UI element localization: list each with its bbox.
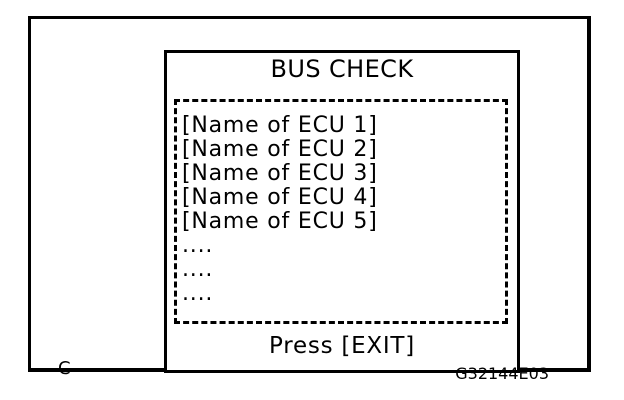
screen-title: BUS CHECK: [270, 55, 414, 83]
ecu-list-item: [Name of ECU 3]: [182, 161, 378, 186]
ecu-list-item: [Name of ECU 2]: [182, 137, 378, 162]
ecu-list-item: [Name of ECU 4]: [182, 185, 378, 210]
figure-code: G32144E03: [455, 364, 549, 383]
ecu-list-box: [Name of ECU 1] [Name of ECU 2] [Name of…: [174, 99, 508, 324]
ecu-list-item: [Name of ECU 1]: [182, 113, 378, 138]
ecu-list-item: [Name of ECU 5]: [182, 209, 378, 234]
tester-screen: BUS CHECK [Name of ECU 1] [Name of ECU 2…: [164, 50, 520, 373]
ecu-list-item-placeholder: ....: [182, 257, 214, 282]
exit-instruction: Press [EXIT]: [269, 333, 415, 359]
ecu-list-item-placeholder: ....: [182, 233, 214, 258]
figure-corner-label: C: [58, 358, 71, 379]
ecu-list-item-placeholder: ....: [182, 281, 214, 306]
figure-frame: BUS CHECK [Name of ECU 1] [Name of ECU 2…: [28, 16, 591, 382]
